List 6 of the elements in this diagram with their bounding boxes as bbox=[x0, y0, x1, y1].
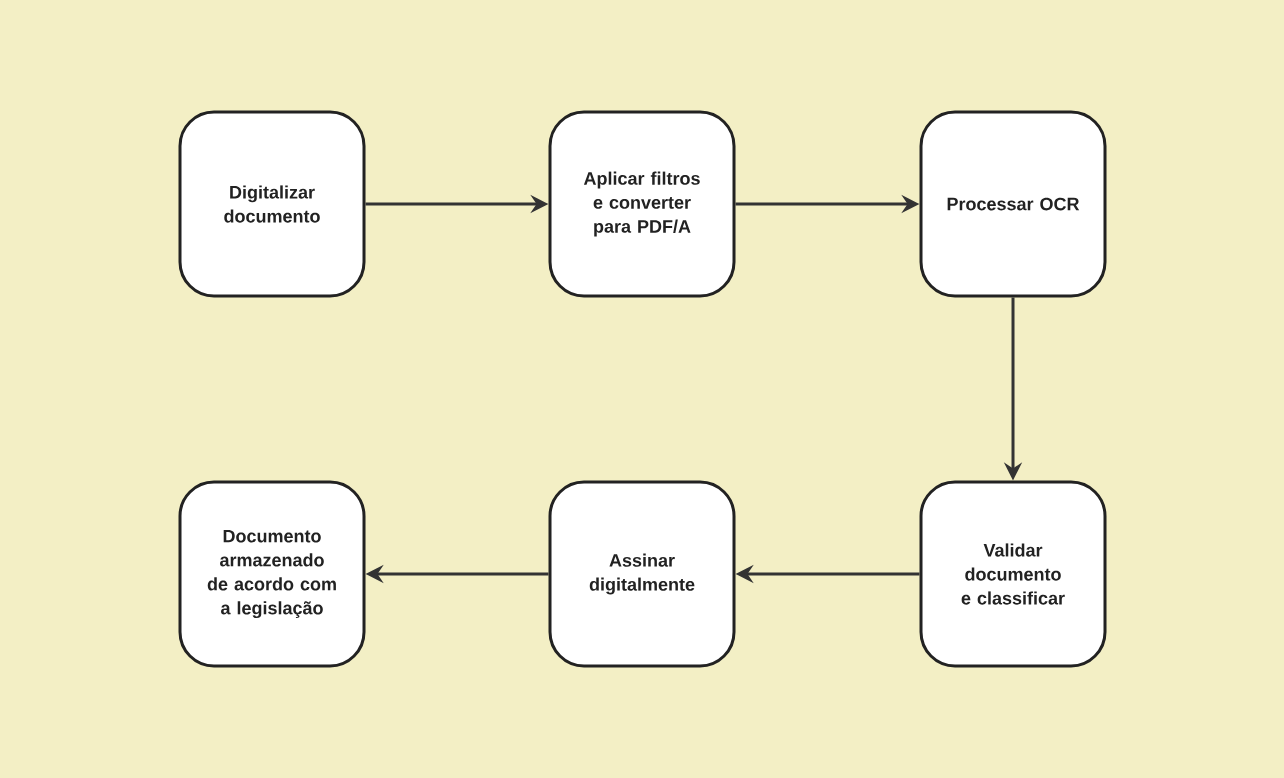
process-box: Processar OCR bbox=[919, 110, 1107, 298]
process-box: Validar documento e classificar bbox=[919, 480, 1107, 668]
process-box: Aplicar filtros e converter para PDF/A bbox=[548, 110, 736, 298]
process-box: Digitalizar documento bbox=[178, 110, 366, 298]
process-box: Documento armazenado de acordo com a legislação bbox=[178, 480, 366, 668]
process-box: Assinar digitalmente bbox=[548, 480, 736, 668]
